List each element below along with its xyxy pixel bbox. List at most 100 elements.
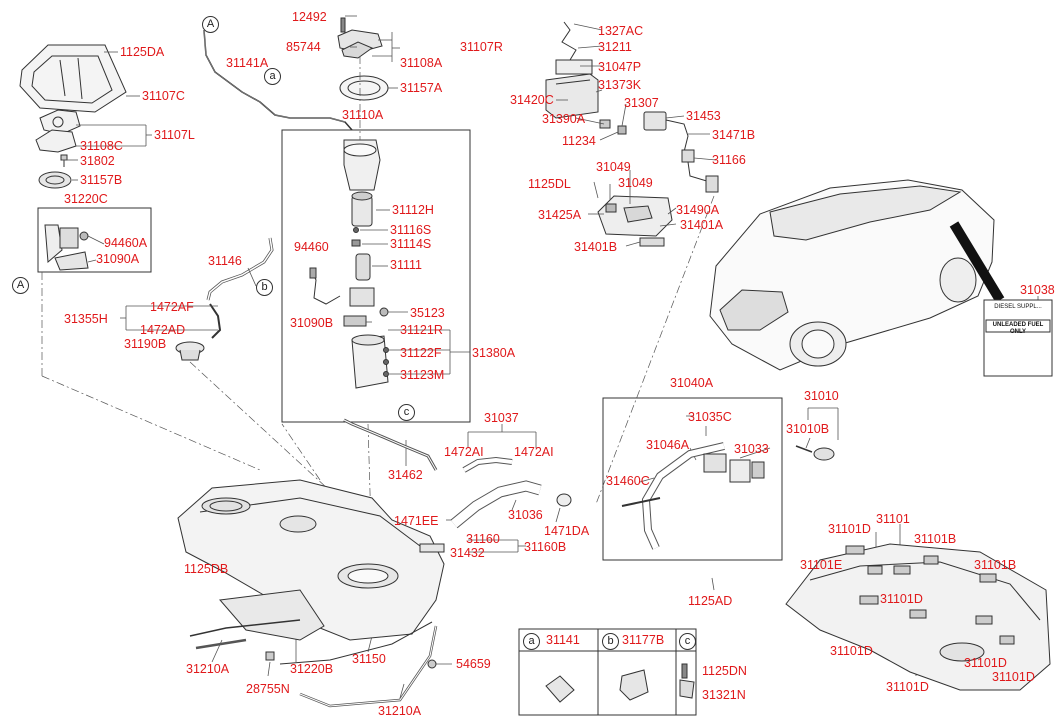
label-31010B: 31010B	[786, 422, 830, 436]
label-31111: 31111	[390, 258, 422, 272]
label-35123: 35123	[410, 306, 445, 320]
label-31101D-3: 31101D	[830, 644, 873, 658]
label-31107L: 31107L	[154, 128, 195, 142]
label-31112H: 31112H	[392, 203, 434, 217]
label-31108C: 31108C	[80, 139, 123, 153]
label-31373K: 31373K	[598, 78, 642, 92]
label-31049b: 31049	[618, 176, 653, 190]
label-31107C: 31107C	[142, 89, 185, 103]
cover-31107C	[20, 45, 126, 112]
sender-31220C	[45, 225, 88, 270]
label-31160: 31160	[466, 532, 500, 546]
label-31401A: 31401A	[680, 218, 724, 232]
label-31033: 31033	[734, 442, 769, 456]
canister-31420C	[546, 22, 718, 246]
label-31160B: 31160B	[524, 540, 567, 554]
label-94460A: 94460A	[104, 236, 148, 250]
label-54659: 54659	[456, 657, 491, 671]
label-31038: 31038	[1020, 283, 1055, 297]
label-31037: 31037	[484, 411, 519, 425]
label-85744: 85744	[286, 40, 321, 54]
label-31150: 31150	[352, 652, 386, 666]
label-31146: 31146	[208, 254, 242, 268]
frame-31110A	[282, 130, 470, 422]
label-1471DA: 1471DA	[544, 524, 590, 538]
label-31211: 31211	[598, 40, 632, 54]
label-1125AD: 1125AD	[688, 594, 733, 608]
label-31462: 31462	[388, 468, 423, 482]
callout-A-top: A	[202, 16, 219, 33]
legend-parts	[546, 664, 694, 702]
ring-stack-31107R	[338, 18, 388, 100]
label-31101: 31101	[876, 512, 910, 526]
label-1472AF: 1472AF	[150, 300, 194, 314]
label-31046A: 31046A	[646, 438, 690, 452]
label-31101E: 31101E	[800, 558, 843, 572]
label-31355H: 31355H	[64, 312, 108, 326]
label-31210A-2: 31210A	[378, 704, 422, 718]
label-12492: 12492	[292, 10, 327, 24]
legend-part-c1: 1125DN	[702, 664, 747, 678]
legend-part-a: 31141	[546, 633, 580, 647]
frame-31040A	[603, 398, 782, 560]
legend-part-c2: 31321N	[702, 688, 746, 702]
label-31460C: 31460C	[606, 474, 650, 488]
label-28755N: 28755N	[246, 682, 290, 696]
label-1471EE: 1471EE	[394, 514, 439, 528]
decal-line1: DIESEL SUPPL...	[994, 304, 1042, 310]
label-31035C: 31035C	[688, 410, 732, 424]
label-31090A: 31090A	[96, 252, 140, 266]
plate-31107L	[36, 110, 80, 152]
label-31166: 31166	[712, 153, 746, 167]
label-31123M: 31123M	[400, 368, 445, 382]
label-31101D-2: 31101D	[880, 592, 923, 606]
label-1327AC: 1327AC	[598, 24, 644, 38]
label-31101D-4: 31101D	[964, 656, 1007, 670]
label-31101B-1: 31101B	[914, 532, 957, 546]
label-31432: 31432	[450, 546, 485, 560]
label-31108A: 31108A	[400, 56, 443, 70]
legend-marker-b: b	[602, 633, 619, 650]
label-31157B: 31157B	[80, 173, 123, 187]
label-31210A-1: 31210A	[186, 662, 230, 676]
hose-31462	[344, 420, 436, 470]
callout-b: b	[256, 279, 273, 296]
label-31490A: 31490A	[676, 203, 720, 217]
label-31047P: 31047P	[598, 60, 642, 74]
tank-31150	[178, 480, 444, 706]
label-31307: 31307	[624, 96, 659, 110]
label-31425A: 31425A	[538, 208, 582, 222]
label-31101B-2: 31101B	[974, 558, 1017, 572]
pump-module-31110A	[310, 140, 389, 388]
label-31040A: 31040A	[670, 376, 714, 390]
label-31220C: 31220C	[64, 192, 108, 206]
label-31220B: 31220B	[290, 662, 334, 676]
label-31471B: 31471B	[712, 128, 756, 142]
label-31190B: 31190B	[124, 337, 167, 351]
frame-31220C	[38, 208, 151, 272]
legend-part-b: 31177B	[622, 633, 665, 647]
legend-marker-c: c	[679, 633, 696, 650]
callout-A-left: A	[12, 277, 29, 294]
label-31010: 31010	[804, 389, 839, 403]
label-1125DL: 1125DL	[528, 177, 571, 191]
label-31036: 31036	[508, 508, 543, 522]
label-31121R: 31121R	[400, 323, 443, 337]
callout-a: a	[264, 68, 281, 85]
label-31101D-1: 31101D	[828, 522, 871, 536]
label-31453: 31453	[686, 109, 721, 123]
legend-marker-a: a	[523, 633, 540, 650]
label-31114S: 31114S	[390, 237, 432, 251]
undertray-31101	[786, 544, 1050, 690]
car-illustration	[710, 180, 1052, 376]
frame-legend	[519, 629, 696, 715]
label-31116S: 31116S	[390, 223, 432, 237]
label-31110A: 31110A	[342, 108, 384, 122]
label-31122F: 31122F	[400, 346, 442, 360]
label-31049a: 31049	[596, 160, 631, 174]
label-94460: 94460	[294, 240, 329, 254]
label-1472AIb: 1472AI	[514, 445, 554, 459]
label-11234: 11234	[562, 134, 596, 148]
label-31090B: 31090B	[290, 316, 334, 330]
